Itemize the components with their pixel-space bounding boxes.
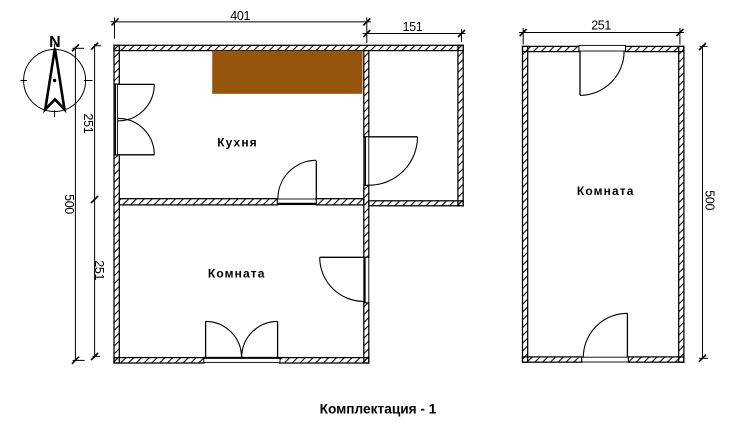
svg-text:Комната: Комната: [577, 184, 635, 198]
svg-text:500: 500: [62, 194, 76, 214]
svg-text:N: N: [49, 34, 61, 51]
svg-text:251: 251: [92, 260, 106, 280]
svg-text:Комплектация - 1: Комплектация - 1: [320, 401, 437, 416]
svg-text:401: 401: [230, 9, 250, 23]
svg-text:251: 251: [591, 19, 611, 33]
svg-text:Комната: Комната: [208, 266, 266, 280]
svg-text:500: 500: [702, 190, 716, 210]
svg-text:151: 151: [402, 20, 422, 34]
svg-text:Кухня: Кухня: [217, 135, 258, 149]
svg-text:251: 251: [81, 113, 95, 133]
